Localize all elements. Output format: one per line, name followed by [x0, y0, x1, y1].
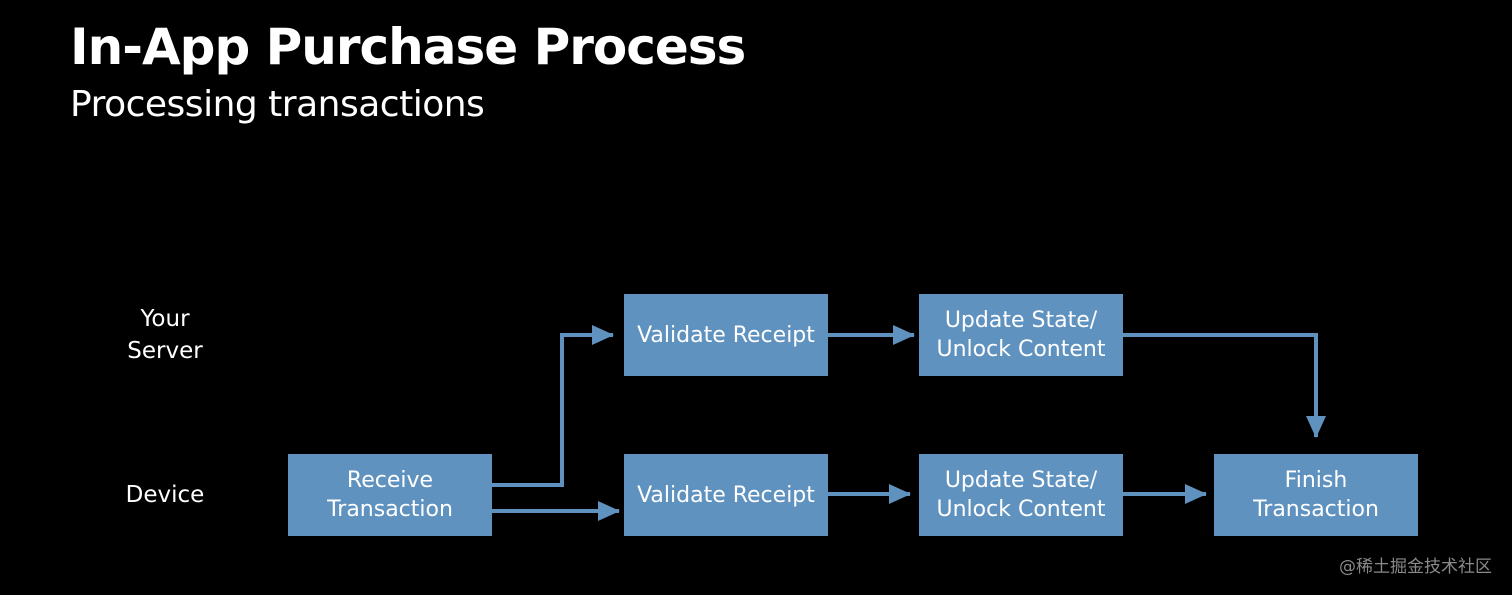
node-finish-transaction-label: Finish Transaction — [1253, 468, 1379, 522]
node-receive-transaction-label: Receive Transaction — [327, 468, 453, 522]
node-device-update-state-label: Update State/ Unlock Content — [936, 468, 1106, 522]
node-finish-transaction: Finish Transaction — [1214, 454, 1418, 536]
page-title: In-App Purchase Process — [70, 18, 746, 76]
watermark: @稀土掘金技术社区 — [1339, 557, 1492, 577]
node-server-validate-receipt: Validate Receipt — [624, 294, 828, 376]
node-device-update-state: Update State/ Unlock Content — [919, 454, 1123, 536]
node-server-validate-receipt-label: Validate Receipt — [637, 322, 815, 348]
connector-server-update-to-finish — [1123, 333, 1326, 438]
lane-label-server-text: Your Server — [127, 306, 203, 364]
lane-label-server: Your Server — [105, 303, 225, 367]
node-receive-transaction: Receive Transaction — [288, 454, 492, 536]
lane-label-device: Device — [105, 479, 225, 511]
node-device-validate-receipt-label: Validate Receipt — [637, 482, 815, 508]
lane-label-device-text: Device — [125, 482, 205, 508]
node-server-update-state-label: Update State/ Unlock Content — [936, 308, 1106, 362]
node-server-update-state: Update State/ Unlock Content — [919, 294, 1123, 376]
node-device-validate-receipt: Validate Receipt — [624, 454, 828, 536]
connector-receive-to-server-validate — [492, 325, 614, 487]
page-subtitle: Processing transactions — [70, 84, 485, 125]
